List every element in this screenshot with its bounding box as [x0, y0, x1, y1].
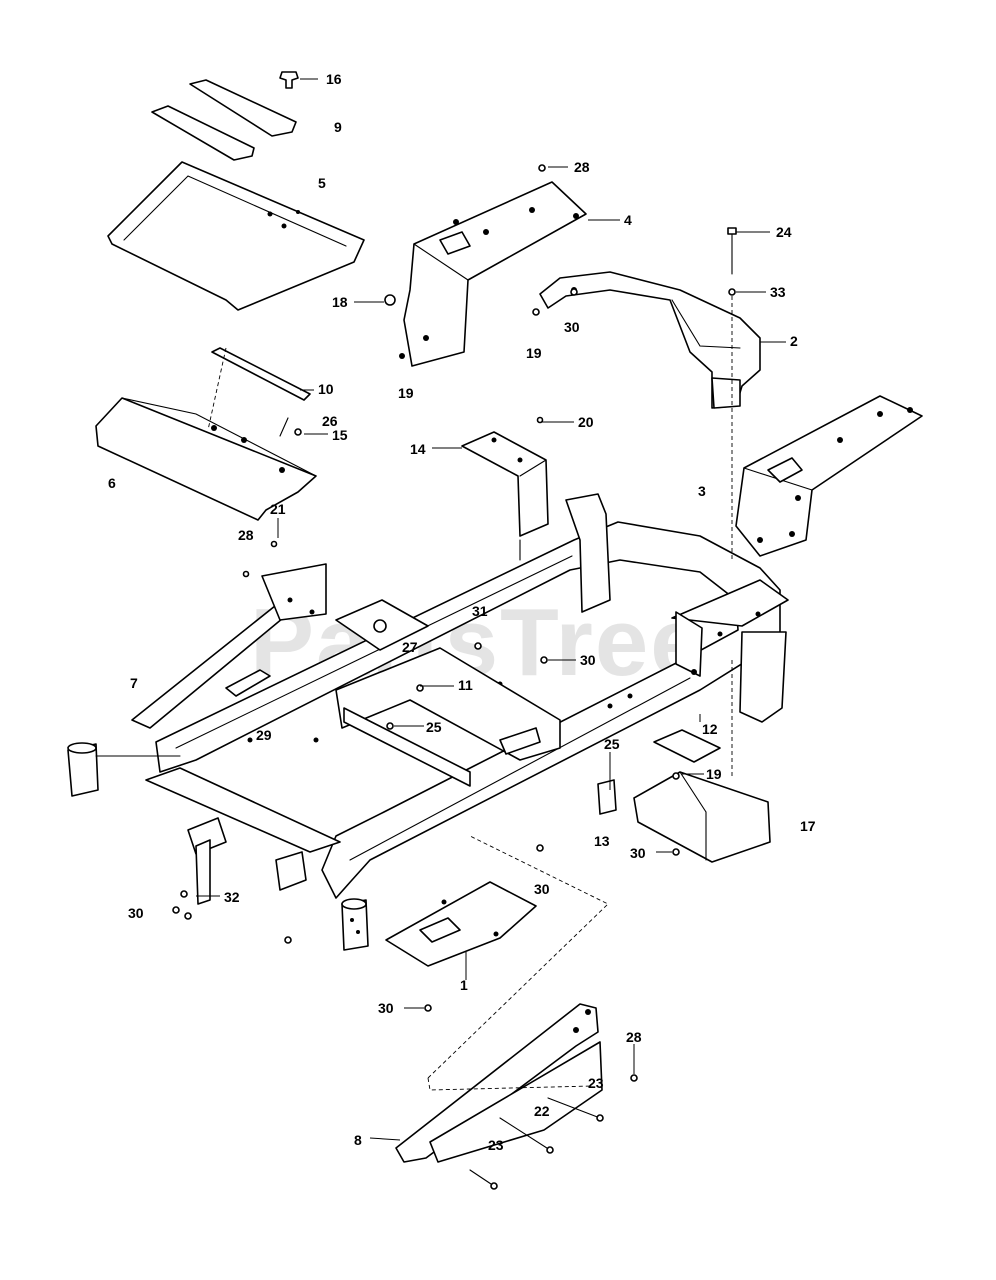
part-3-right-fender[interactable] — [735, 395, 923, 557]
center-cross-member[interactable] — [335, 647, 561, 787]
hardware-nuts[interactable] — [172, 164, 680, 1012]
callout-14: 14 — [410, 441, 426, 457]
callout-25: 25 — [426, 719, 442, 735]
callout-30: 30 — [580, 652, 596, 668]
callout-28: 28 — [238, 527, 254, 543]
callout-31: 31 — [472, 603, 488, 619]
part-13-latch[interactable] — [597, 779, 617, 815]
callout-23: 23 — [588, 1075, 604, 1091]
part-6-seat-pan[interactable] — [95, 397, 317, 521]
callout-33: 33 — [770, 284, 786, 300]
callout-11: 11 — [458, 677, 473, 693]
leader-lines — [196, 78, 786, 1141]
callout-17: 17 — [800, 818, 816, 834]
callout-20: 20 — [578, 414, 594, 430]
callout-19: 19 — [526, 345, 542, 361]
part-26-pin[interactable] — [279, 417, 289, 437]
callout-6: 6 — [108, 475, 116, 491]
callout-19: 19 — [706, 766, 722, 782]
part-16-clip[interactable] — [279, 71, 299, 89]
callout-26: 26 — [322, 413, 338, 429]
part-24-bolt[interactable] — [727, 227, 737, 275]
callout-10: 10 — [318, 381, 334, 397]
callout-30: 30 — [534, 881, 550, 897]
part-12-plate[interactable] — [653, 729, 721, 763]
callout-28: 28 — [626, 1029, 642, 1045]
callout-12: 12 — [702, 721, 718, 737]
callout-7: 7 — [130, 675, 138, 691]
callout-13: 13 — [594, 833, 610, 849]
callout-15: 15 — [332, 427, 348, 443]
callout-30: 30 — [128, 905, 144, 921]
part-33-washer[interactable] — [728, 288, 736, 296]
assembly-lines — [207, 296, 733, 1091]
part-14-bracket[interactable] — [461, 431, 549, 561]
main-frame[interactable] — [155, 493, 789, 899]
callout-1: 1 — [460, 977, 468, 993]
callout-3: 3 — [698, 483, 706, 499]
front-caster-left[interactable] — [67, 742, 181, 797]
callout-23: 23 — [488, 1137, 504, 1153]
callout-5: 5 — [318, 175, 326, 191]
callout-30: 30 — [378, 1000, 394, 1016]
callout-9: 9 — [334, 119, 342, 135]
part-15-nut[interactable] — [294, 428, 302, 436]
part-9-foot-mats[interactable] — [151, 79, 297, 161]
lower-frame-rail[interactable] — [145, 767, 341, 905]
rear-bolts[interactable] — [469, 1074, 638, 1190]
callout-30: 30 — [564, 319, 580, 335]
callout-8: 8 — [354, 1132, 362, 1148]
part-7-left-rail[interactable] — [131, 563, 327, 729]
callout-16: 16 — [326, 71, 342, 87]
part-8-rear-bracket[interactable] — [395, 1003, 603, 1163]
part-4-seat-support-panel[interactable] — [399, 181, 587, 367]
callout-18: 18 — [332, 294, 348, 310]
callout-22: 22 — [534, 1103, 550, 1119]
callout-labels: 16 9 5 28 4 24 33 18 30 2 19 19 10 26 20… — [108, 71, 816, 1153]
part-17-battery-tray[interactable] — [633, 771, 771, 863]
callout-27: 27 — [402, 639, 418, 655]
callout-24: 24 — [776, 224, 792, 240]
part-2-control-arm[interactable] — [539, 271, 761, 409]
part-1-lower-pan[interactable] — [385, 881, 537, 967]
callout-29: 29 — [256, 727, 272, 743]
callout-2: 2 — [790, 333, 798, 349]
part-18-grommet[interactable] — [384, 294, 396, 306]
callout-25: 25 — [604, 736, 620, 752]
callout-19: 19 — [398, 385, 414, 401]
callout-32: 32 — [224, 889, 240, 905]
callout-4: 4 — [624, 212, 632, 228]
part-5-floor-plate[interactable] — [107, 161, 365, 311]
front-caster-right[interactable] — [341, 898, 369, 951]
callout-21: 21 — [270, 501, 286, 517]
callout-30: 30 — [630, 845, 646, 861]
part-10-strip[interactable] — [211, 347, 311, 401]
callout-28: 28 — [574, 159, 590, 175]
